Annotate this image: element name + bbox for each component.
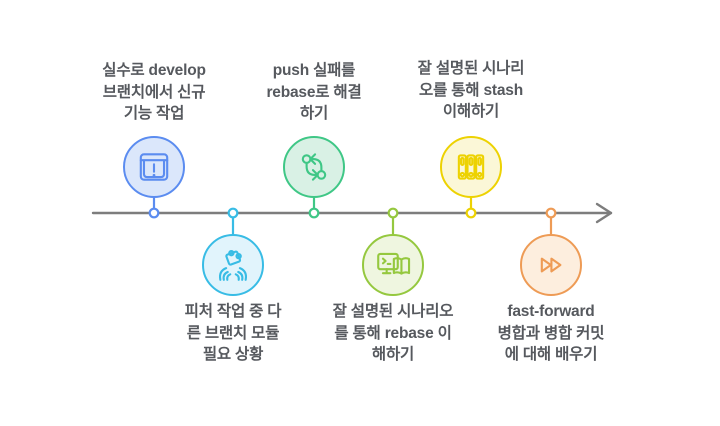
timeline-node	[545, 207, 557, 219]
timeline-node	[387, 207, 399, 219]
window-alert-icon	[139, 153, 169, 181]
timeline-node	[148, 207, 160, 219]
milestone-circle-5	[440, 136, 502, 198]
milestone-label: 잘 설명된 시나리 오를 통해 stash 이해하기	[417, 60, 525, 120]
milestone-circle-1	[123, 136, 185, 198]
fast-forward-icon	[540, 257, 562, 273]
milestone-label: push 실패를 rebase로 해결 하기	[266, 62, 362, 122]
rebase-arrows-icon	[301, 153, 327, 181]
milestone-label: 잘 설명된 시나리오 를 통해 rebase 이 해하기	[332, 303, 454, 363]
timeline-node	[227, 207, 239, 219]
binders-icon	[457, 154, 485, 180]
monitor-book-icon	[377, 252, 411, 275]
milestone-label: fast-forward 병합과 병합 커밋 에 대해 배우기	[497, 303, 605, 363]
milestone-circle-6	[520, 234, 582, 296]
milestone-circle-4	[362, 234, 424, 296]
milestone-label: 실수로 develop 브랜치에서 신규 기능 작업	[102, 62, 206, 122]
timeline-node	[308, 207, 320, 219]
timeline-node	[465, 207, 477, 219]
milestone-label: 피처 작업 중 다 른 브랜치 모듈 필요 상황	[184, 303, 282, 363]
milestone-circle-2	[202, 234, 264, 296]
hands-puzzle-icon	[218, 249, 248, 281]
milestone-circle-3	[283, 136, 345, 198]
axis-arrowhead-icon	[595, 202, 613, 224]
